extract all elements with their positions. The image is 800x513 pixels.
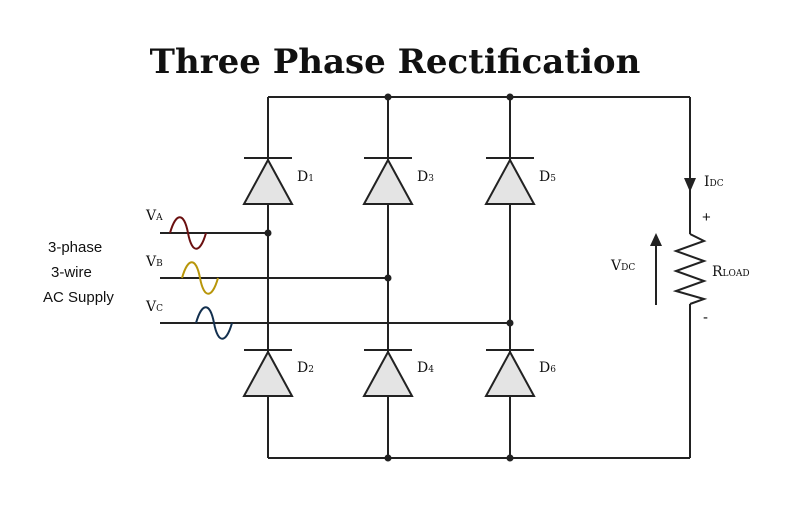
junction-dot — [264, 229, 272, 237]
diode-label: D — [539, 169, 550, 185]
junction-dot — [384, 274, 392, 282]
svg-text:D4: D4 — [417, 360, 434, 376]
junction-dot — [506, 319, 514, 327]
supply-line-2: 3-wire — [51, 264, 92, 281]
current-arrow-icon — [684, 178, 696, 192]
phase-a-wave-icon — [169, 216, 207, 250]
diode-label: D — [539, 360, 550, 376]
phase-b-wave-icon — [181, 261, 219, 295]
voltage-label: VDC — [610, 258, 635, 274]
diode-d2: D2 — [242, 349, 314, 397]
circuit-wires — [160, 96, 691, 459]
load-resistor-icon — [672, 233, 708, 305]
diode-label: D — [297, 169, 308, 185]
supply-line-1: 3-phase — [48, 239, 102, 256]
junction-dot — [384, 93, 392, 101]
svg-text:D6: D6 — [539, 360, 556, 376]
current-label: IDC — [704, 174, 724, 190]
voltage-arrow-icon — [650, 233, 662, 246]
svg-text:D3: D3 — [417, 169, 434, 185]
phase-c-wave-icon — [195, 306, 233, 340]
plus-sign: + — [702, 209, 711, 226]
junctions — [264, 93, 514, 462]
svg-text:D2: D2 — [297, 360, 314, 376]
phase-c-label: VC — [145, 299, 163, 315]
diode-label: D — [417, 169, 428, 185]
diode-d3: D3 — [362, 157, 434, 205]
svg-text:D5: D5 — [539, 169, 556, 185]
junction-dot — [384, 454, 392, 462]
resistor-label: RLOAD — [712, 264, 750, 280]
minus-sign: - — [703, 309, 708, 326]
phase-a-label: VA — [145, 208, 163, 224]
junction-dot — [506, 454, 514, 462]
diode-d5: D5 — [484, 157, 556, 205]
svg-text:D1: D1 — [297, 169, 314, 185]
diode-d6: D6 — [484, 349, 556, 397]
diode-d4: D4 — [362, 349, 434, 397]
diode-label: D — [297, 360, 308, 376]
supply-line-3: AC Supply — [43, 289, 114, 306]
diode-d1: D1 — [242, 157, 314, 205]
phase-b-label: VB — [145, 254, 163, 270]
diagram-title: Three Phase Rectification — [150, 42, 641, 82]
diode-label: D — [417, 360, 428, 376]
junction-dot — [506, 93, 514, 101]
